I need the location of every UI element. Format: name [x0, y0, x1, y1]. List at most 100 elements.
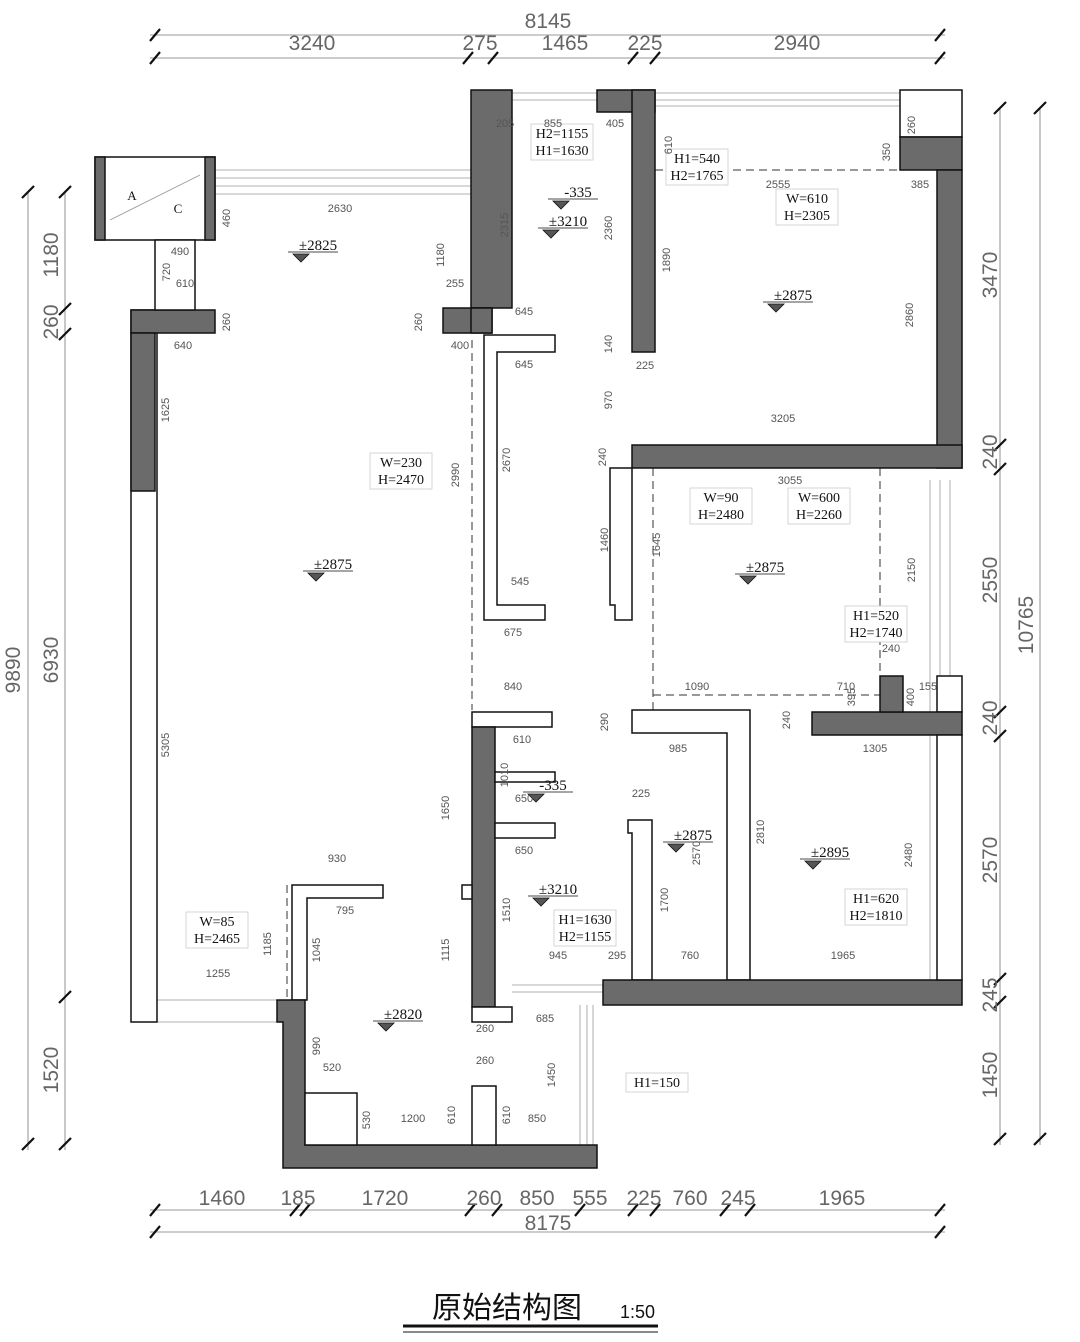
- opening-note: H1=1630: [558, 913, 611, 928]
- dim-bottom: 850: [519, 1187, 554, 1210]
- dimension-label: 850: [528, 1113, 546, 1125]
- dimension-label: 255: [446, 278, 464, 290]
- ac-label-a: A: [127, 188, 137, 203]
- elevation-label: ±2875: [314, 557, 352, 573]
- dimension-label: 720: [161, 263, 173, 281]
- dimension-label: 260: [413, 313, 425, 331]
- opening-note: H=2305: [784, 209, 830, 224]
- dim-right: 240: [979, 700, 1002, 735]
- elevation-marker-icon: [523, 791, 573, 803]
- opening-note-box: [844, 605, 908, 643]
- dimension-label: 2150: [906, 558, 918, 582]
- dimension-label: 1180: [435, 243, 447, 267]
- opening-note: H=2480: [698, 508, 744, 523]
- dimension-label: 490: [171, 246, 189, 258]
- dimension-label: 240: [882, 643, 900, 655]
- dimension-label: 260: [476, 1055, 494, 1067]
- dimension-label: 3055: [778, 475, 802, 487]
- dimension-label: 2315: [499, 213, 511, 237]
- opening-note: H2=1810: [849, 909, 902, 924]
- dimension-label: 205: [496, 118, 514, 130]
- ac-unit-platform: [94, 156, 216, 241]
- opening-note: H1=1630: [535, 144, 588, 159]
- dimension-label: 930: [328, 853, 346, 865]
- dim-bottom: 245: [720, 1187, 755, 1210]
- drawing-title: 原始结构图: [432, 1291, 582, 1326]
- opening-note: H1=620: [853, 892, 899, 907]
- opening-note-box: [553, 909, 617, 947]
- dim-top: 1465: [542, 32, 589, 55]
- dimension-label: 545: [511, 576, 529, 588]
- dimension-label: 640: [174, 340, 192, 352]
- dimension-label: 945: [549, 950, 567, 962]
- dimension-label: 530: [361, 1111, 373, 1129]
- elevation-marker-icon: [373, 1020, 423, 1032]
- dim-bottom: 225: [626, 1187, 661, 1210]
- dimension-label: 405: [606, 118, 624, 130]
- dimension-label: 395: [846, 688, 858, 706]
- dimension-label: 1200: [401, 1113, 425, 1125]
- elevation-marker-icon: [763, 301, 813, 313]
- opening-note-box: [369, 452, 433, 490]
- dimension-label: 1460: [599, 528, 611, 552]
- dimension-label: 1700: [659, 888, 671, 912]
- dimension-label: 1625: [160, 398, 172, 422]
- dimension-label: 240: [781, 711, 793, 729]
- elevation-label: ±2875: [746, 560, 784, 576]
- dim-right: 245: [979, 977, 1002, 1012]
- dim-right-total: 10765: [1015, 596, 1038, 654]
- opening-note: H1=540: [674, 152, 720, 167]
- opening-note-box: [787, 487, 851, 525]
- opening-note: H2=1765: [670, 169, 723, 184]
- dimension-label: 610: [501, 1106, 513, 1124]
- dimension-label: 260: [221, 313, 233, 331]
- dim-left: 1180: [40, 232, 63, 277]
- dimension-label: 1645: [651, 533, 663, 557]
- opening-note: W=90: [703, 491, 738, 506]
- title-block: 原始结构图 1:50: [403, 1291, 658, 1333]
- dimension-label: 260: [906, 116, 918, 134]
- opening-note: H2=1155: [559, 930, 612, 945]
- opening-note: W=85: [199, 915, 234, 930]
- dimension-label: 610: [176, 278, 194, 290]
- opening-note: W=230: [380, 456, 422, 471]
- dim-bottom: 1460: [199, 1187, 246, 1210]
- dimension-label: 1090: [685, 681, 709, 693]
- dimension-label: 240: [597, 448, 609, 466]
- dimension-label: 1115: [440, 939, 452, 962]
- dimension-label: 1010: [499, 763, 511, 787]
- dimension-label: 5305: [160, 733, 172, 757]
- dimension-label: 3205: [771, 413, 795, 425]
- elevation-marker-icon: [800, 858, 850, 870]
- elevation-label: ±3210: [549, 214, 587, 230]
- elevation-label: ±2825: [299, 238, 337, 254]
- dimension-label: 290: [599, 713, 611, 731]
- drawing-scale: 1:50: [620, 1302, 655, 1322]
- dimension-label: 760: [681, 950, 699, 962]
- dimension-label: 2555: [766, 179, 790, 191]
- dimension-label: 645: [515, 359, 533, 371]
- walls: [94, 89, 963, 1169]
- elevation-marker-icon: [303, 570, 353, 582]
- dim-top: 275: [462, 32, 497, 55]
- dimension-label: 260: [476, 1023, 494, 1035]
- opening-note: H2=1740: [849, 626, 902, 641]
- dimension-label: 990: [311, 1037, 323, 1055]
- opening-note: W=610: [786, 192, 828, 207]
- dimension-label: 520: [323, 1062, 341, 1074]
- elevation-marker-icon: [548, 198, 598, 210]
- elevation-label: -335: [564, 185, 592, 201]
- elevation-marker-icon: [735, 573, 785, 585]
- dimension-label: 645: [515, 306, 533, 318]
- opening-note: H2=1155: [536, 127, 589, 142]
- dimension-label: 985: [669, 743, 687, 755]
- dimension-label: 2630: [328, 203, 352, 215]
- opening-note-box: [530, 123, 594, 161]
- dimension-label: 2990: [450, 463, 462, 487]
- dimension-label: 2570: [691, 841, 703, 865]
- dimension-label: 400: [905, 688, 917, 706]
- dimension-label: 840: [504, 681, 522, 693]
- elevation-marker-icon: [288, 251, 338, 263]
- opening-note-box: [689, 487, 753, 525]
